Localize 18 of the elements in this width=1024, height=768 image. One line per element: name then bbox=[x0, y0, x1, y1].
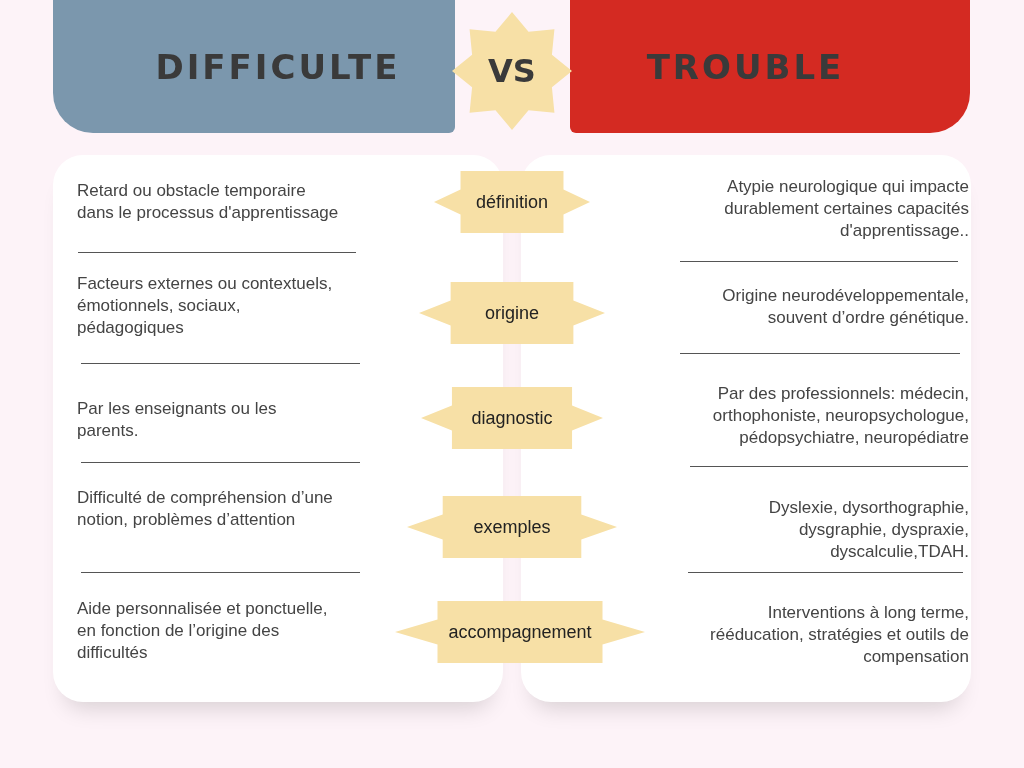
description-text: Difficulté de compréhension d’une notion, problèmes d’attention bbox=[77, 487, 334, 531]
category-badge: diagnostic bbox=[421, 387, 603, 449]
category-badge: définition bbox=[434, 171, 590, 233]
description-text: Facteurs externes ou contextuels, émotionnels, sociaux, pédagogiques bbox=[77, 273, 334, 339]
description-text: Origine neurodéveloppementale, souvent d’ordre génétique. bbox=[721, 285, 969, 329]
description-text: Par les enseignants ou les parents. bbox=[77, 398, 278, 442]
column-header: DIFFICULTE bbox=[53, 0, 455, 133]
category-badge: origine bbox=[419, 282, 605, 344]
description-text: Retard ou obstacle temporaire dans le processus d'apprentissage bbox=[77, 180, 339, 224]
category-badge: exemples bbox=[407, 496, 617, 558]
description-text: Aide personnalisée et ponctuelle, en fonction de l’origine des difficultés bbox=[77, 598, 329, 664]
description-text: Par des professionnels: médecin, orthophoniste, neuropsychologue, pédopsychiatre, neuropédiatre bbox=[711, 383, 969, 449]
description-text: Atypie neurologique qui impacte durablement certaines capacités d'apprentissage.. bbox=[723, 176, 969, 242]
description-text: Interventions à long terme, rééducation, stratégies et outils de compensation bbox=[709, 602, 969, 668]
column-header: TROUBLE bbox=[570, 0, 970, 133]
description-text: Dyslexie, dysorthographie, dysgraphie, dyspraxie, dyscalculie,TDAH. bbox=[767, 497, 969, 563]
vs-badge: VS bbox=[452, 12, 572, 130]
category-badge: accompagnement bbox=[395, 601, 645, 663]
